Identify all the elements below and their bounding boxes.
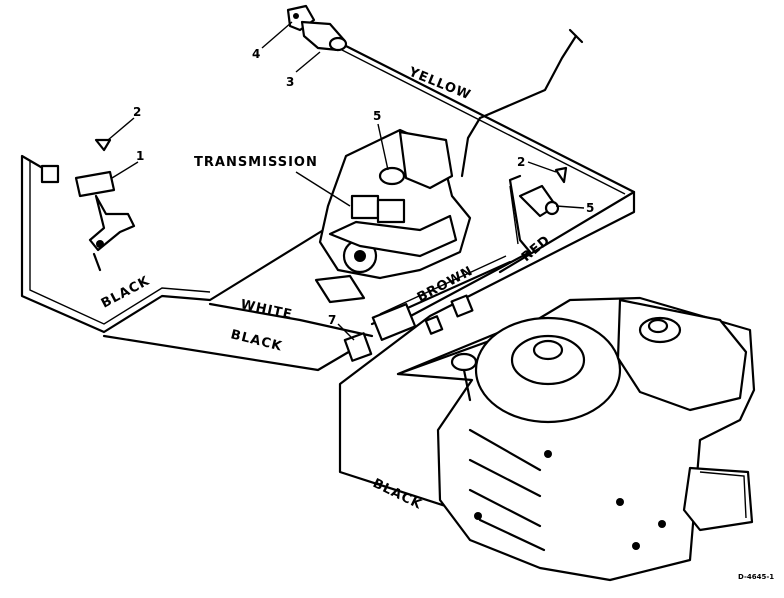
harness-connector-7 bbox=[343, 332, 373, 362]
harness-connector-main bbox=[371, 294, 474, 341]
ignition-switch bbox=[286, 4, 348, 52]
yellow-wire-inner bbox=[341, 49, 626, 195]
callout-5-top: 5 bbox=[373, 109, 381, 123]
wire-label-black-engine: BLACK bbox=[370, 476, 424, 513]
black-wire-left bbox=[20, 154, 358, 334]
white-wire bbox=[208, 302, 374, 338]
wire-label-yellow: YELLOW bbox=[406, 64, 474, 103]
black-wire-left-inner bbox=[29, 160, 211, 325]
wire-label-black-lower: BLACK bbox=[229, 327, 284, 354]
red-wire-inner bbox=[509, 185, 519, 245]
callout-2-left: 2 bbox=[133, 105, 141, 119]
harness-lead-wire bbox=[460, 34, 578, 178]
figure-id: D-4645-1 bbox=[738, 573, 774, 581]
red-wire bbox=[390, 174, 532, 328]
callout-2-right: 2 bbox=[517, 155, 525, 169]
brown-wire-inner bbox=[379, 255, 507, 315]
transmission-label: TRANSMISSION bbox=[194, 155, 318, 170]
callout-4: 4 bbox=[252, 47, 260, 61]
callout-1: 1 bbox=[136, 149, 144, 163]
engine bbox=[396, 296, 756, 582]
harness-lead-cap bbox=[568, 28, 584, 44]
seat-switch-assembly bbox=[40, 138, 136, 272]
safety-switch-right bbox=[518, 166, 568, 218]
callout-5-right: 5 bbox=[586, 201, 594, 215]
black-wire-lower bbox=[102, 334, 354, 372]
callout-7: 7 bbox=[328, 313, 336, 327]
callout-3: 3 bbox=[286, 75, 294, 89]
wire-label-red: RED bbox=[519, 233, 554, 266]
transmission-unit bbox=[314, 128, 472, 304]
callout-leaders bbox=[107, 21, 585, 341]
wire-label-white: WHITE bbox=[239, 297, 294, 323]
